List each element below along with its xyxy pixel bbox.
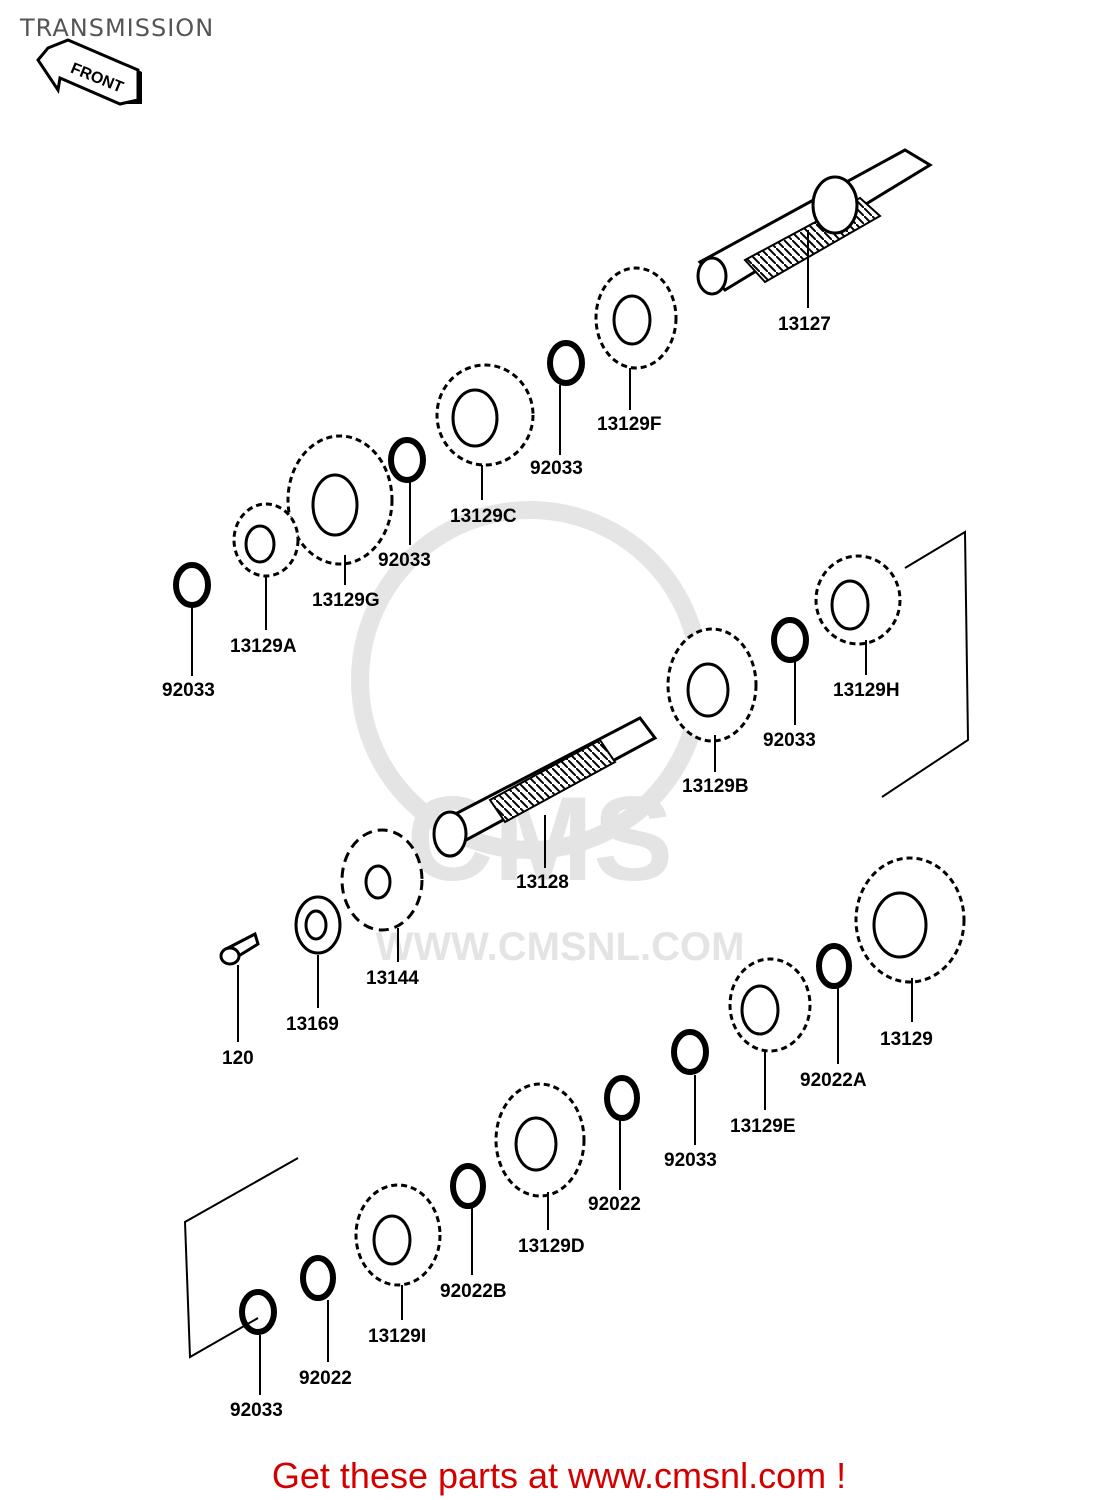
sprocket-13144 (340, 828, 424, 932)
label-13169: 13169 (286, 1014, 339, 1035)
footer-link-bar: Get these parts at www.cmsnl.com ! (0, 1455, 1118, 1497)
front-arrow-icon: FRONT (36, 38, 142, 106)
gear-13129C (435, 363, 535, 467)
bolt-120 (219, 931, 260, 966)
label-92022A: 92022A (800, 1070, 867, 1091)
label-13129B: 13129B (682, 776, 749, 797)
circlip-92033-c (173, 562, 211, 608)
label-13129F: 13129F (597, 414, 661, 435)
label-92033-f: 92033 (230, 1400, 283, 1421)
label-92033-a: 92033 (530, 458, 583, 479)
washer-92022A (816, 943, 852, 989)
label-13144: 13144 (366, 968, 419, 989)
label-92033-b: 92033 (378, 550, 431, 571)
gear-13129E (728, 957, 812, 1053)
label-92033-c: 92033 (162, 680, 215, 701)
circlip-92033-b (388, 437, 426, 483)
label-13129D: 13129D (518, 1236, 585, 1257)
gear-13129I (354, 1183, 442, 1287)
washer-92022-a (604, 1075, 640, 1121)
label-13129: 13129 (880, 1029, 933, 1050)
label-13129A: 13129A (230, 636, 297, 657)
circlip-92033-d (771, 617, 809, 663)
plate-13169 (294, 895, 342, 955)
label-13128: 13128 (516, 872, 569, 893)
washer-92022-b (300, 1255, 336, 1301)
bracket-right (881, 530, 970, 798)
label-92022B: 92022B (440, 1281, 507, 1302)
shaft-13128 (432, 716, 658, 858)
gear-13129B (666, 627, 758, 743)
bracket-left (183, 1157, 299, 1359)
label-13129E: 13129E (730, 1116, 796, 1137)
label-13129I: 13129I (368, 1326, 426, 1347)
gear-13129D (494, 1082, 586, 1198)
label-120: 120 (222, 1048, 254, 1069)
shaft-13127 (696, 148, 933, 296)
label-92022-a: 92022 (588, 1194, 641, 1215)
circlip-92033-f (239, 1289, 277, 1335)
label-13127: 13127 (778, 314, 831, 335)
cmsnl-parts-link[interactable]: Get these parts at www.cmsnl.com ! (271, 1455, 847, 1496)
gear-13129F (594, 266, 678, 370)
circlip-92033-e (671, 1029, 709, 1075)
washer-92022B (450, 1163, 486, 1209)
watermark-url: WWW.CMSNL.COM (376, 925, 745, 969)
label-13129G: 13129G (312, 590, 380, 611)
circlip-92033-a (547, 340, 585, 386)
label-92022-b: 92022 (299, 1368, 352, 1389)
gear-13129G (286, 434, 394, 566)
label-13129H: 13129H (833, 680, 900, 701)
label-13129C: 13129C (450, 506, 517, 527)
gear-13129H (814, 554, 902, 646)
gear-13129A (232, 502, 300, 578)
label-92033-d: 92033 (763, 730, 816, 751)
label-92033-e: 92033 (664, 1150, 717, 1171)
page-title: TRANSMISSION (20, 14, 215, 42)
gear-13129 (854, 856, 966, 984)
